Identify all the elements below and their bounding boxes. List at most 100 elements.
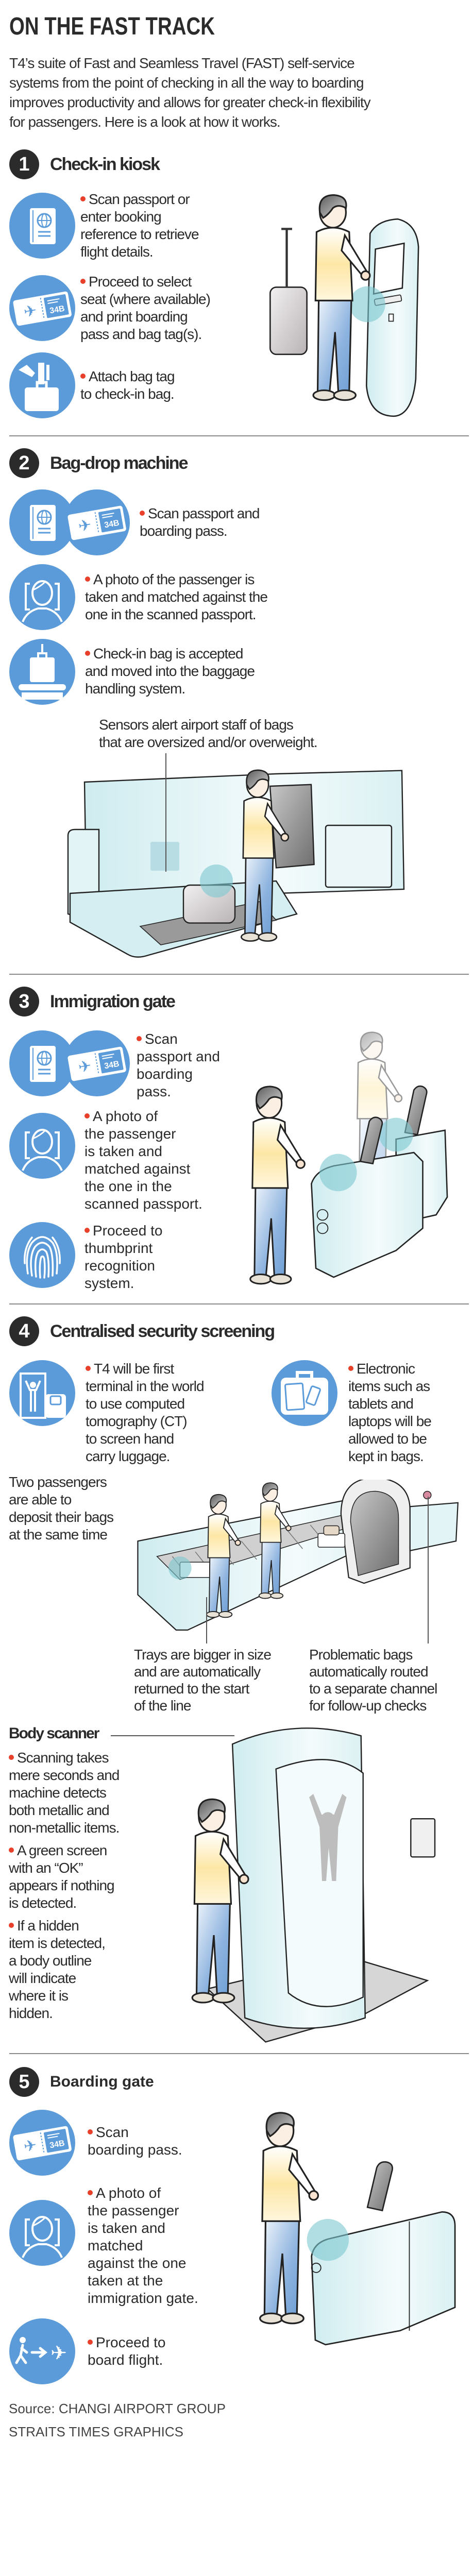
bullet-item: Proceed to board flight. bbox=[88, 2334, 165, 2369]
section-4-header: 4 Centralised security screening bbox=[9, 1316, 275, 1346]
bullet-item: Scan passport or enter booking reference… bbox=[80, 191, 199, 261]
bullet-text: T4 will be first terminal in the world t… bbox=[86, 1361, 205, 1464]
bullet-dot bbox=[85, 650, 90, 656]
infographic-page: ON THE FAST TRACK T4’s suite of Fast and… bbox=[9, 13, 469, 2439]
bullet-text: Scan passport and boarding pass. bbox=[140, 505, 260, 539]
scan-highlight bbox=[307, 2218, 349, 2261]
bullet-item: A photo of the passenger is taken and ma… bbox=[85, 571, 268, 623]
svg-text:✈: ✈ bbox=[50, 2343, 67, 2364]
body-scanner-title: Body scanner bbox=[9, 1725, 99, 1742]
page-title: ON THE FAST TRACK bbox=[9, 13, 215, 40]
section-divider bbox=[9, 974, 469, 975]
kiosk-screen bbox=[373, 242, 405, 295]
suitcase bbox=[269, 286, 308, 355]
flagged-bag bbox=[423, 1490, 432, 1500]
bullet-item: A photo of the passenger is taken and ma… bbox=[84, 1108, 202, 1213]
bullet-dot bbox=[80, 373, 86, 379]
bullet-dot bbox=[86, 1365, 91, 1371]
bag-conveyor-icon bbox=[9, 639, 75, 705]
section-title: Bag-drop machine bbox=[50, 453, 188, 473]
body-scanner-leader-line bbox=[111, 1735, 234, 1736]
bullet-text: Scanning takes mere seconds and machine … bbox=[9, 1750, 120, 1836]
check-in-kiosk-illustration bbox=[269, 194, 419, 417]
gate-screen bbox=[366, 2161, 393, 2212]
bullet-item: A photo of the passenger is taken and ma… bbox=[88, 2184, 198, 2307]
step-number-badge: 3 bbox=[9, 987, 39, 1016]
boarding-gate-illustration bbox=[259, 2112, 456, 2346]
bullet-dot bbox=[9, 1922, 14, 1928]
bullet-item: Check-in bag is accepted and moved into … bbox=[85, 645, 255, 698]
bullet-dot bbox=[84, 1113, 90, 1118]
section-divider bbox=[9, 1303, 469, 1304]
immigration-gate-illustration bbox=[249, 1031, 448, 1285]
section-1-header: 1 Check-in kiosk bbox=[9, 149, 160, 179]
two-passengers-callout: Two passengers are able to deposit their… bbox=[9, 1474, 114, 1543]
scan-highlight bbox=[349, 286, 385, 323]
bullet-dot bbox=[88, 2129, 93, 2134]
section-divider bbox=[9, 435, 469, 436]
bullet-dot bbox=[85, 576, 90, 582]
intro-text: T4’s suite of Fast and Seamless Travel (… bbox=[9, 55, 371, 130]
bullet-item: Proceed to thumbprint recognition system… bbox=[84, 1222, 162, 1292]
tray bbox=[317, 1533, 346, 1548]
trays-callout: Trays are bigger in size and are automat… bbox=[134, 1647, 272, 1714]
bag-drop-machine-illustration bbox=[67, 769, 405, 958]
bullet-dot bbox=[140, 510, 145, 516]
bullet-text: Scan boarding pass. bbox=[88, 2124, 182, 2158]
source-credit: Source: CHANGI AIRPORT GROUP bbox=[9, 2401, 226, 2416]
bullet-dot bbox=[9, 1754, 14, 1760]
bullet-dot bbox=[84, 1227, 90, 1233]
section-title: Check-in kiosk bbox=[50, 154, 160, 174]
face-scan-icon bbox=[9, 2200, 75, 2266]
body-scanner-illustration bbox=[191, 1727, 436, 2043]
bullet-dot bbox=[348, 1365, 353, 1371]
gate-screen bbox=[359, 1116, 383, 1165]
face-scan-icon bbox=[9, 1113, 75, 1179]
passenger-figure bbox=[249, 1086, 306, 1285]
seat-label: 34B bbox=[104, 1060, 120, 1071]
seat-label: 34B bbox=[49, 2139, 65, 2150]
security-screening-lane-illustration bbox=[137, 1480, 459, 1631]
section-title: Boarding gate bbox=[50, 2073, 154, 2090]
bullet-text: If a hidden item is detected, a body out… bbox=[9, 1918, 106, 2021]
bullet-dot bbox=[80, 196, 86, 201]
bullet-item: Scan boarding pass. bbox=[88, 2124, 182, 2159]
bullet-text: A photo of the passenger is taken and ma… bbox=[88, 2185, 198, 2306]
bullet-item: Attach bag tag to check-in bag. bbox=[80, 368, 175, 403]
bullet-item: Scan passport and boarding pass. bbox=[137, 1030, 220, 1100]
bag-tag-icon bbox=[9, 352, 75, 418]
bullet-text: Check-in bag is accepted and moved into … bbox=[85, 646, 255, 697]
passenger-figure bbox=[259, 2112, 319, 2325]
bullet-dot bbox=[88, 2190, 93, 2195]
step-number-badge: 5 bbox=[9, 2067, 39, 2097]
bullet-dot bbox=[9, 1847, 14, 1853]
machine-screen bbox=[269, 784, 315, 869]
bullet-item: Scan passport and boarding pass. bbox=[140, 505, 260, 540]
bullet-item: If a hidden item is detected, a body out… bbox=[9, 1917, 106, 2022]
electronics-in-bag-icon bbox=[272, 1360, 337, 1426]
graphics-credit: STRAITS TIMES GRAPHICS bbox=[9, 2424, 184, 2439]
bullet-text: A green screen with an “OK” appears if n… bbox=[9, 1842, 115, 1911]
face-scan-icon bbox=[9, 564, 75, 630]
bullet-text: Scan passport and boarding pass. bbox=[137, 1031, 220, 1099]
bullet-item: Scanning takes mere seconds and machine … bbox=[9, 1749, 120, 1837]
section-5-header: 5 Boarding gate bbox=[9, 2067, 154, 2097]
ct-scanner-icon bbox=[9, 1360, 75, 1426]
section-2-header: 2 Bag-drop machine bbox=[9, 448, 188, 478]
bullet-dot bbox=[80, 278, 86, 284]
scanner-opening bbox=[275, 1759, 364, 2007]
bullet-text: Scan passport or enter booking reference… bbox=[80, 191, 199, 260]
bullet-text: Electronic items such as tablets and lap… bbox=[348, 1361, 432, 1464]
callout-leader-line bbox=[428, 1497, 429, 1643]
bullet-dot bbox=[88, 2339, 93, 2345]
scan-highlight bbox=[319, 1154, 357, 1192]
bullet-dot bbox=[137, 1036, 142, 1041]
step-number-badge: 4 bbox=[9, 1316, 39, 1346]
bullet-text: Attach bag tag to check-in bag. bbox=[80, 368, 175, 402]
bullet-item: T4 will be first terminal in the world t… bbox=[86, 1360, 205, 1465]
boarding-pass-icon: 34B bbox=[64, 1030, 130, 1096]
bullet-text: A photo of the passenger is taken and ma… bbox=[84, 1108, 202, 1212]
fingerprint-icon bbox=[9, 1222, 75, 1288]
bullet-item: Proceed to select seat (where available)… bbox=[80, 273, 211, 343]
bag-drop-icon bbox=[150, 842, 179, 871]
